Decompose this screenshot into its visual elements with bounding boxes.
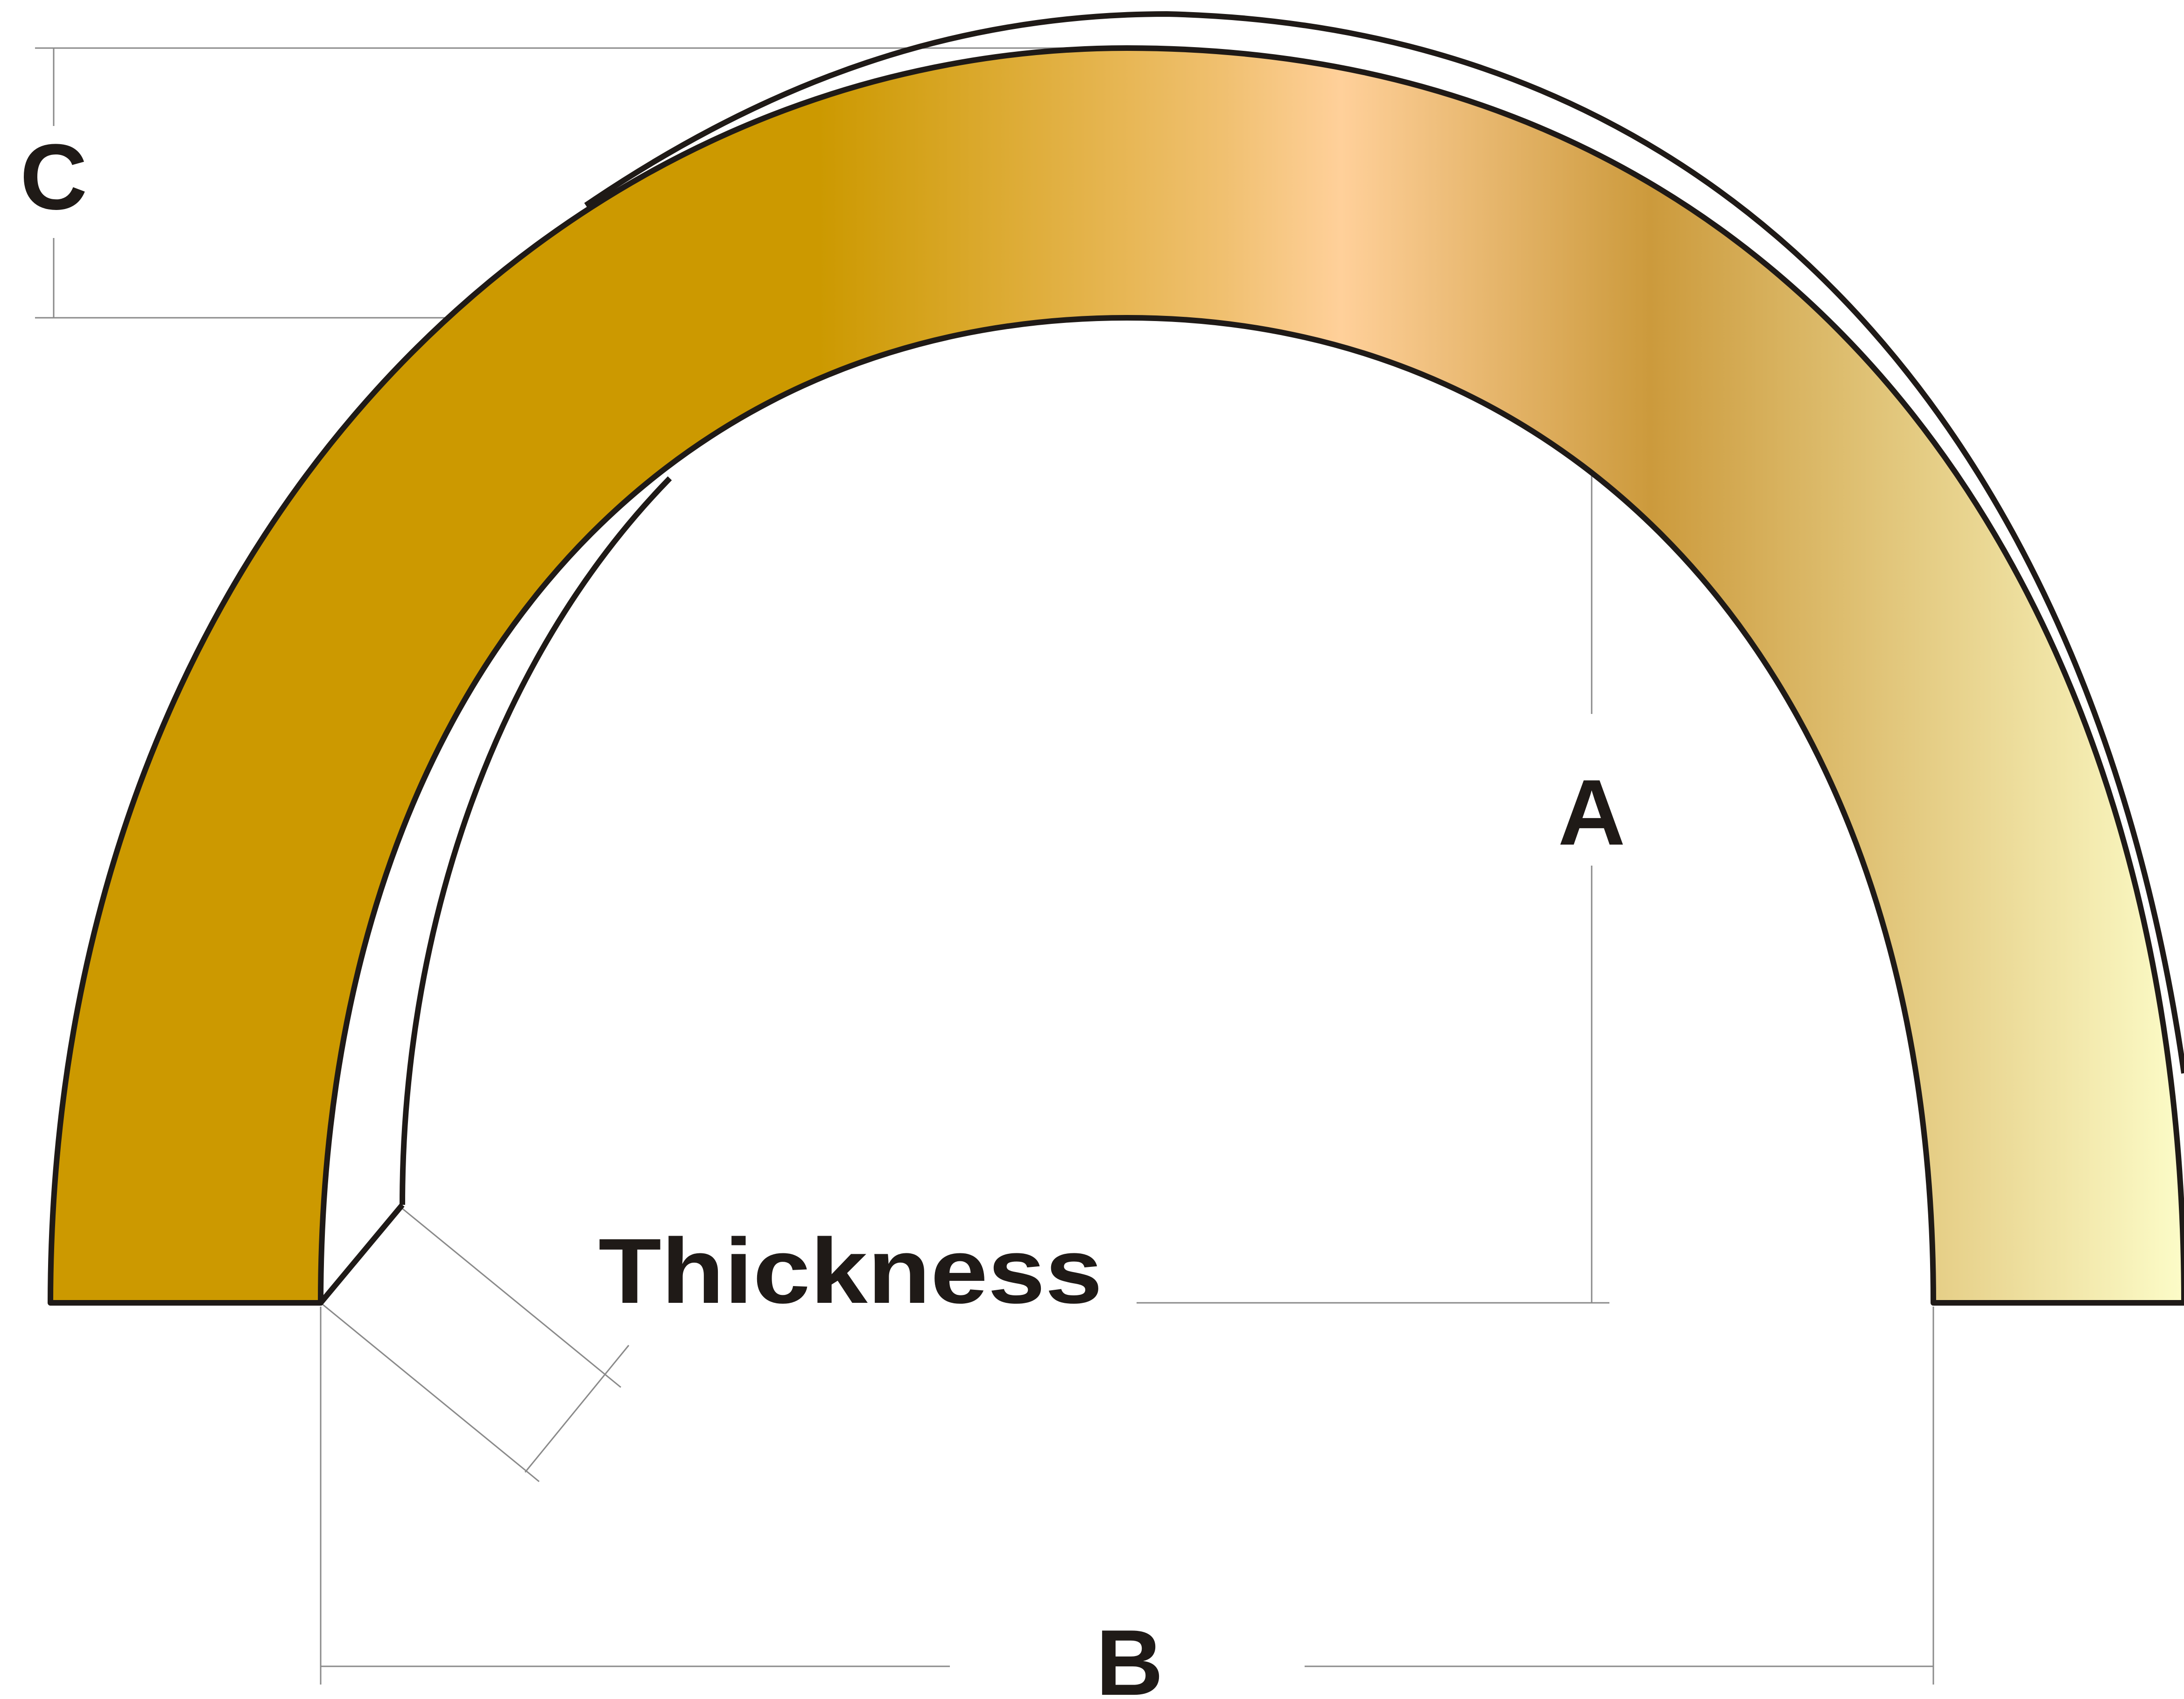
arch-front-face	[48, 45, 2184, 1306]
thickness-extension-outer	[320, 1302, 540, 1482]
thickness-extension-inner	[402, 1208, 621, 1388]
arch-rear-outline	[400, 11, 2184, 1205]
thickness-chamfer-edge	[318, 1203, 405, 1305]
dimension-lines	[35, 47, 1934, 1685]
arch-rear-outer-edge	[584, 11, 2184, 1074]
thickness-label: Thickness	[598, 1219, 1103, 1322]
thickness-dimension-line	[524, 1345, 630, 1473]
dimension-label-c: C	[20, 125, 87, 229]
dimension-label-b: B	[1096, 1611, 1163, 1699]
arch-rear-inner-edge	[400, 476, 672, 1205]
dimension-label-a: A	[1558, 761, 1625, 865]
